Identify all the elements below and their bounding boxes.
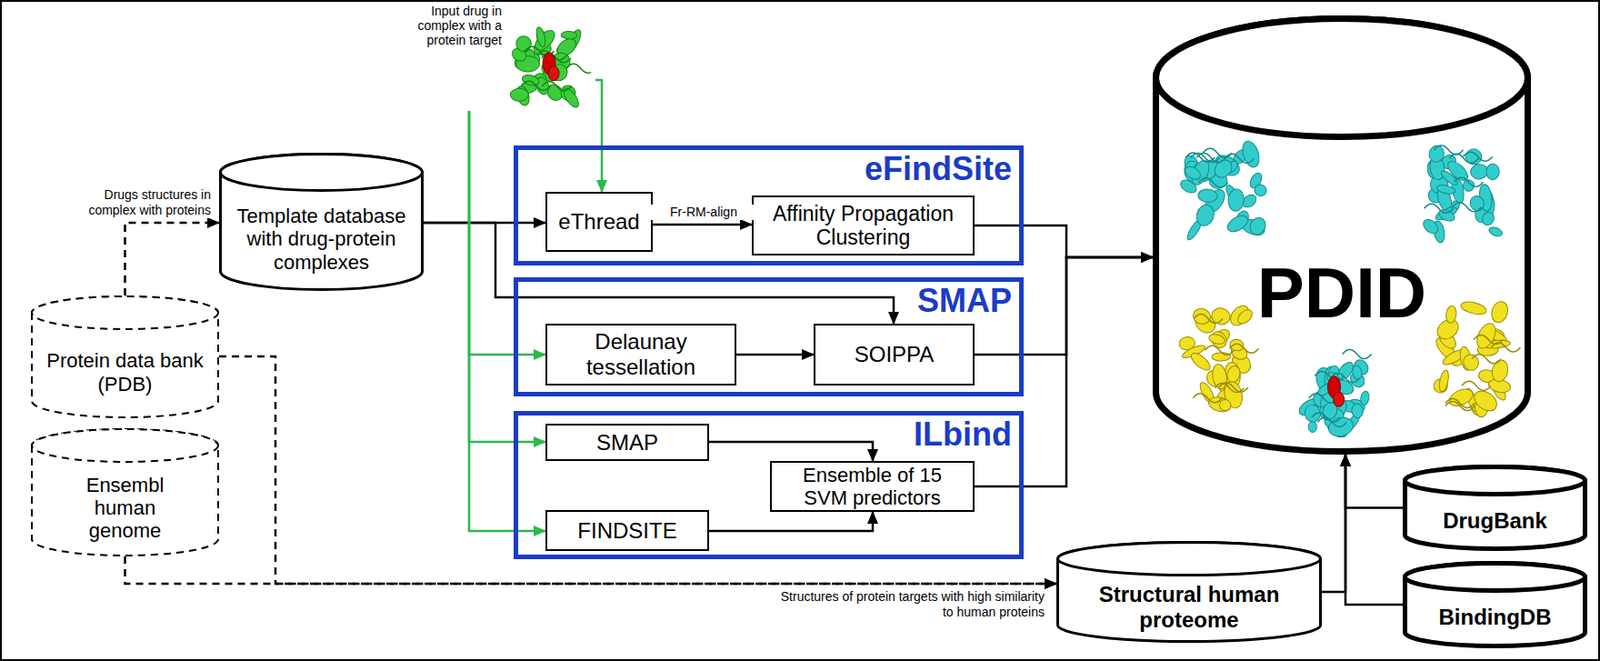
source-link	[219, 356, 1057, 584]
process-box: FINDSITE	[545, 510, 710, 551]
protein-illustration	[510, 26, 591, 110]
cylinder-body: Structural human proteome	[1056, 576, 1322, 639]
database-cylinder: Structural human proteome	[1056, 540, 1322, 643]
cylinder-body: DrugBank	[1402, 496, 1588, 545]
source-database: Protein data bank (PDB)	[30, 295, 220, 419]
box-label: Affinity Propagation Clustering	[759, 201, 968, 250]
database-cylinder: DrugBank	[1402, 464, 1588, 551]
pdid-database: PDID	[1152, 15, 1531, 455]
database-label: PDID	[1257, 252, 1427, 335]
input-arrow	[595, 80, 602, 192]
cylinder-body: BindingDB	[1402, 592, 1588, 642]
database-label: Ensembl human genome	[57, 473, 194, 543]
database-label: Template database with drug-protein comp…	[230, 204, 413, 274]
database-label: DrugBank	[1442, 508, 1548, 534]
protein-illustration	[1178, 301, 1260, 414]
cylinder-body: Template database with drug-protein comp…	[219, 191, 424, 287]
box-label: SMAP	[596, 430, 659, 456]
edge-label: Drugs structures in complex with protein…	[63, 187, 213, 219]
database-cylinder: BindingDB	[1402, 560, 1588, 649]
protein-illustration	[1178, 139, 1269, 242]
process-box: Affinity Propagation Clustering	[751, 195, 975, 256]
flow-arrow	[709, 441, 873, 461]
cylinder-outline	[1152, 15, 1531, 455]
database-label: Structural human proteome	[1098, 581, 1280, 632]
group-title: ILbind	[913, 415, 1012, 453]
process-box: SOIPPA	[813, 323, 975, 386]
process-box: Ensemble of 15 SVM predictors	[770, 460, 975, 512]
flow-arrow	[1345, 454, 1403, 509]
group-title: eFindSite	[864, 150, 1012, 188]
cylinder-body: Protein data bank (PDB)	[30, 330, 220, 415]
flow-arrow	[1321, 454, 1346, 592]
box-label: eThread	[558, 209, 640, 235]
cylinder-outline	[1402, 560, 1588, 649]
source-link	[125, 556, 1058, 584]
protein-illustration	[1420, 143, 1504, 243]
source-database: Ensembl human genome	[30, 428, 220, 557]
flow-arrow	[1345, 454, 1403, 605]
box-label: FINDSITE	[577, 518, 677, 544]
protein-illustration	[1296, 349, 1371, 440]
drug-protein-illustration	[507, 25, 591, 110]
box-label: Ensemble of 15 SVM predictors	[790, 463, 955, 510]
flow-arrow	[736, 353, 814, 357]
edge-label: Structures of protein targets with high …	[777, 589, 1047, 620]
edge-label: Fr-RM-align	[647, 204, 760, 220]
method-group: ILbind SMAP FINDSITE Ensemble of 15 SVM pre…	[513, 410, 1024, 560]
group-title: SMAP	[917, 281, 1012, 320]
flow-arrow	[709, 511, 873, 531]
flow-arrow	[974, 225, 1153, 258]
process-box: Delaunay tessellation	[545, 323, 737, 386]
flow-arrow	[652, 223, 752, 227]
protein-illustration	[1430, 299, 1520, 420]
source-link	[125, 222, 220, 296]
database-cylinder: Template database with drug-protein comp…	[219, 152, 424, 291]
process-box: eThread	[545, 191, 653, 252]
method-group: eFindSite eThread Affinity Propagation Clu…	[513, 145, 1024, 266]
process-box: SMAP	[545, 423, 710, 461]
figure-caption: Input drug in complex with a protein tar…	[400, 3, 502, 48]
cylinder-body: Ensembl human genome	[30, 462, 220, 553]
input-drug-figure: Input drug in complex with a protein tar…	[400, 3, 596, 111]
database-label: Protein data bank (PDB)	[43, 349, 208, 396]
box-label: SOIPPA	[854, 341, 935, 368]
cylinder-body: PDID	[1152, 140, 1531, 447]
cylinder-outline	[1402, 464, 1588, 551]
database-label: BindingDB	[1439, 604, 1552, 630]
box-label: Delaunay tessellation	[559, 329, 723, 380]
input-arrow	[469, 110, 546, 531]
method-group: SMAP Delaunay tessellation SOIPPA	[513, 277, 1024, 397]
